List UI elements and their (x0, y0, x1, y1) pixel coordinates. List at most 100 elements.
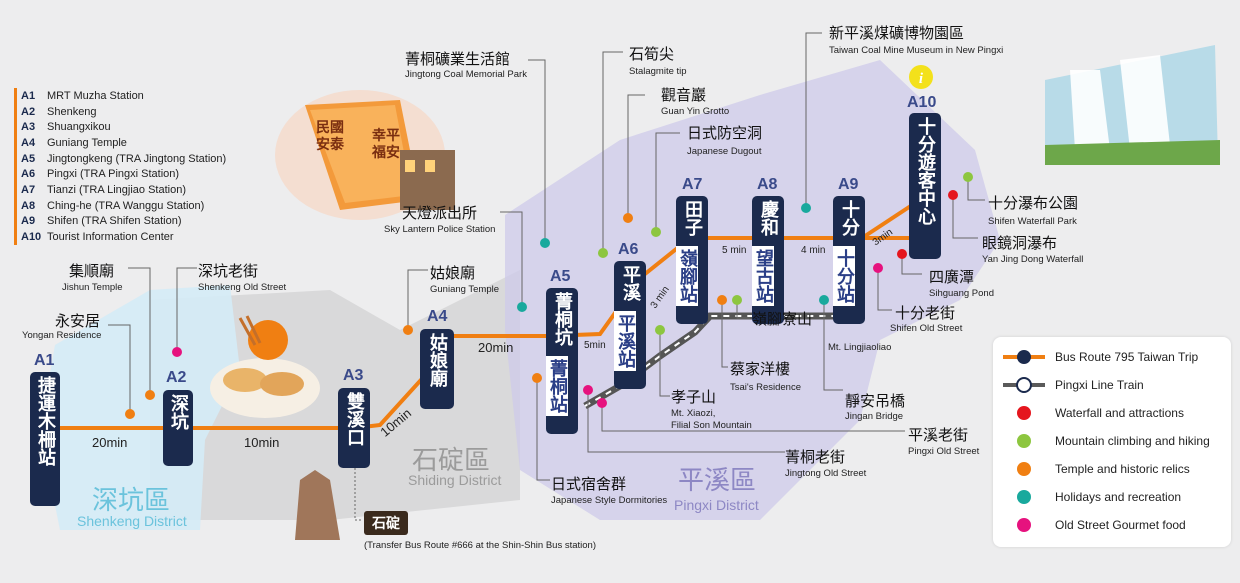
poi-coal-park[interactable]: 菁桐礦業生活館 (405, 50, 511, 68)
pingxi-old-dot[interactable] (597, 398, 607, 408)
lantern-text: 民國 安泰 (316, 120, 344, 153)
poi-dorms[interactable]: 日式宿舍群 (551, 475, 627, 493)
lingjiaoliao-dot[interactable] (732, 295, 742, 305)
station-a9-label: 十分 (839, 200, 860, 236)
key-row: Pingxi Line Train (993, 373, 1231, 397)
station-a4-label: 姑娘廟 (427, 333, 448, 387)
waterfall-illustration (1045, 45, 1220, 165)
poi-yanjing[interactable]: 眼鏡洞瀑布 (982, 234, 1058, 252)
legend-code: A8 (21, 199, 36, 212)
station-a5-label: 菁桐坑 (552, 292, 573, 346)
shiding-transfer-box[interactable]: 石碇 (364, 511, 408, 535)
guniang-dot[interactable] (403, 325, 413, 335)
coal-park-dot[interactable] (540, 238, 550, 248)
shifen-falls-dot[interactable] (963, 172, 973, 182)
legend-name: Guniang Temple (47, 136, 127, 149)
dorms-dot[interactable] (532, 373, 542, 383)
station-a9[interactable]: 十分十分站 (833, 196, 865, 324)
pingxi-district-en: Pingxi District (674, 497, 759, 513)
station-a10[interactable]: 十分遊客中心 (909, 113, 941, 259)
legend-code: A9 (21, 215, 36, 228)
poi-coal-park-en: Jingtong Coal Memorial Park (405, 69, 527, 80)
poi-guniang[interactable]: 姑娘廟 (430, 264, 476, 282)
jishun-dot[interactable] (145, 390, 155, 400)
poi-lingjiaoliao[interactable]: 嶺腳寮山 (752, 310, 813, 328)
snack-illustration (210, 315, 320, 418)
stalagmite-dot[interactable] (598, 248, 608, 258)
key-label: Old Street Gourmet food (1055, 518, 1186, 532)
poi-jingan[interactable]: 靜安吊橋 (845, 392, 906, 410)
poi-shifen-falls[interactable]: 十分瀑布公園 (988, 194, 1079, 212)
station-a2[interactable]: 深坑 (163, 390, 193, 466)
police-dot[interactable] (517, 302, 527, 312)
poi-yanjing-en: Yan Jing Dong Waterfall (982, 254, 1084, 265)
shiding-statue-illustration (295, 470, 340, 540)
teal-dot-icon (993, 490, 1055, 504)
guanyin-dot[interactable] (623, 213, 633, 223)
station-a6[interactable]: 平溪平溪站 (614, 261, 646, 389)
bus-route-icon (993, 349, 1055, 365)
shenkeng-old-dot[interactable] (172, 347, 182, 357)
yongan-dot[interactable] (125, 409, 135, 419)
station-code-a2: A2 (166, 369, 187, 386)
poi-shenkeng-old[interactable]: 深坑老街 (198, 262, 259, 280)
sihguang-dot[interactable] (897, 249, 907, 259)
xiaozi-dot[interactable] (655, 325, 665, 335)
legend-name: Tianzi (TRA Lingjiao Station) (47, 183, 186, 196)
station-a1[interactable]: 捷運木柵站 (30, 372, 60, 506)
poi-guniang-en: Guniang Temple (430, 284, 500, 295)
poi-pingxi-old-en: Pingxi Old Street (908, 446, 980, 457)
poi-jingtong-old[interactable]: 菁桐老街 (785, 448, 846, 466)
station-a3-label: 雙溪口 (344, 392, 365, 446)
station-code-a1: A1 (34, 352, 55, 369)
poi-sihguang-en: Sihguang Pond (929, 288, 994, 299)
poi-yongan[interactable]: 永安居 (55, 312, 101, 330)
poi-guanyin[interactable]: 觀音巖 (661, 86, 707, 104)
poi-jishun[interactable]: 集順廟 (69, 262, 115, 280)
dugout-dot[interactable] (651, 227, 661, 237)
info-icon: i (909, 65, 933, 89)
segment-a7-a8: 5 min (722, 245, 747, 256)
station-a5[interactable]: 菁桐坑菁桐站 (546, 288, 578, 434)
poi-coal-museum-en: Taiwan Coal Mine Museum in New Pingxi (829, 45, 1004, 56)
poi-dorms-en: Japanese Style Dormitories (551, 495, 668, 506)
yanjing-dot[interactable] (948, 190, 958, 200)
station-code-a4: A4 (427, 308, 448, 325)
poi-sihguang[interactable]: 四廣潭 (929, 268, 975, 286)
green-dot-icon (993, 434, 1055, 448)
station-code-a3: A3 (343, 367, 364, 384)
shifen-old-dot[interactable] (873, 263, 883, 273)
poi-tsai[interactable]: 蔡家洋樓 (730, 360, 791, 378)
jingan-dot[interactable] (819, 295, 829, 305)
jingtong-old-dot[interactable] (583, 385, 593, 395)
poi-xiaozi[interactable]: 孝子山 (671, 388, 717, 406)
legend-code: A3 (21, 121, 36, 134)
poi-pingxi-old[interactable]: 平溪老街 (908, 426, 969, 444)
station-a3[interactable]: 雙溪口 (338, 388, 370, 468)
legend-name: Jingtongkeng (TRA Jingtong Station) (47, 152, 227, 165)
poi-shifen-falls-en: Shifen Waterfall Park (988, 216, 1077, 227)
station-a7[interactable]: 田子嶺腳站 (676, 196, 708, 324)
station-a4[interactable]: 姑娘廟 (420, 329, 454, 409)
poi-shifen-old[interactable]: 十分老街 (895, 304, 956, 322)
shiding-district-zh: 石碇區 (412, 446, 491, 476)
tsai-dot[interactable] (717, 295, 727, 305)
station-a8-sub: 望古站 (752, 246, 774, 306)
station-a8[interactable]: 慶和望古站 (752, 196, 784, 324)
station-code-a5: A5 (550, 268, 571, 285)
coal-museum-dot[interactable] (801, 203, 811, 213)
pink-dot-icon (993, 518, 1055, 532)
poi-jishun-en: Jishun Temple (62, 282, 123, 293)
station-a1-label: 捷運木柵站 (35, 376, 56, 466)
poi-dugout[interactable]: 日式防空洞 (687, 124, 763, 142)
legend-name: Tourist Information Center (47, 231, 174, 244)
poi-coal-museum[interactable]: 新平溪煤礦博物園區 (829, 24, 965, 42)
poi-stalagmite[interactable]: 石筍尖 (629, 45, 675, 63)
poi-police[interactable]: 天燈派出所 (402, 204, 478, 222)
station-code-a10: A10 (907, 94, 937, 111)
